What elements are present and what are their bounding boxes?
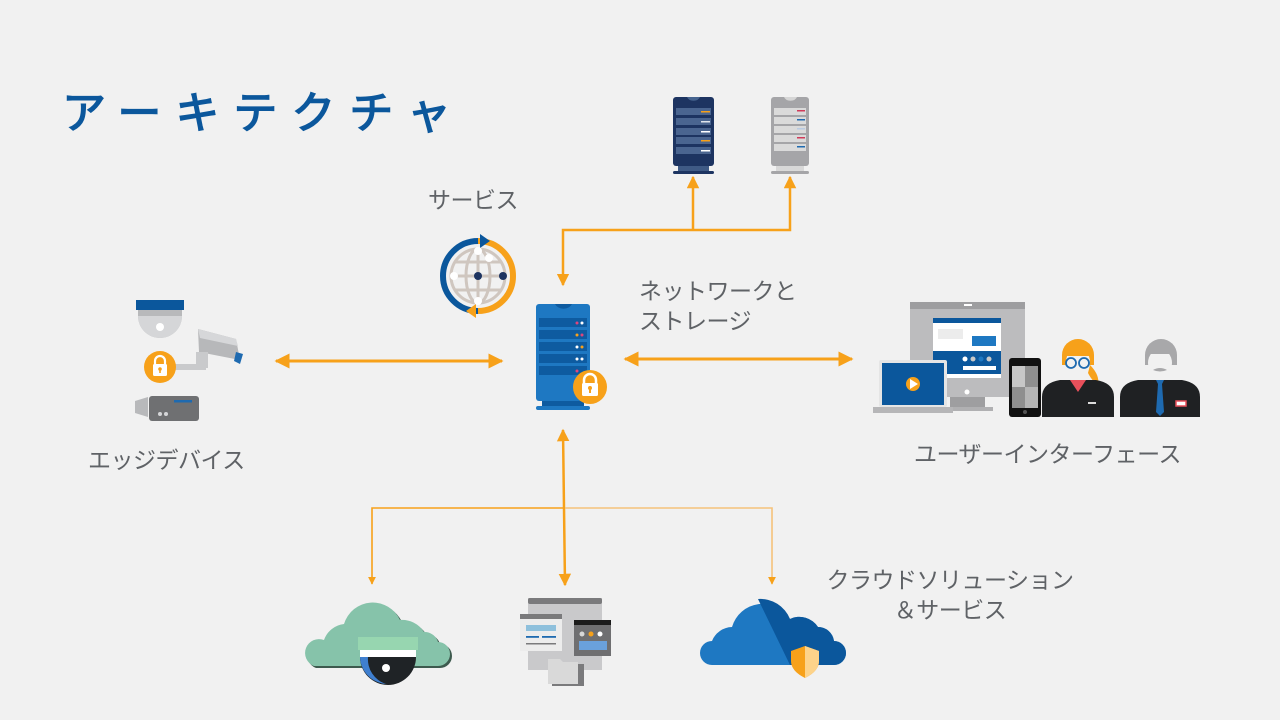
cloud-camera-icon — [305, 602, 452, 685]
secure-server-icon — [536, 304, 607, 410]
server-rack-light-icon — [771, 97, 809, 174]
service-label: サービス — [428, 188, 519, 214]
laptop-icon — [873, 360, 953, 413]
user-interface-label: ユーザーインターフェース — [914, 442, 1182, 468]
connectors — [274, 175, 854, 587]
lock-icon — [573, 370, 607, 404]
cloud-solutions-label: クラウドソリューション ＆サービス — [822, 566, 1078, 626]
devices-users-icon — [873, 302, 1200, 417]
server-rack-dark-icon — [673, 97, 714, 174]
security-cameras-icon — [135, 300, 243, 421]
arrow-server-cloud — [368, 428, 776, 587]
cloud-solutions-label-line1: クラウドソリューション — [826, 568, 1074, 594]
network-storage-label-line2: ストレージ — [639, 309, 752, 335]
slide-title: アーキテクチャ — [62, 88, 465, 139]
smartphone-icon — [1009, 358, 1041, 417]
arrow-server-storage — [556, 175, 797, 287]
cloud-solutions-label-line2: ＆サービス — [893, 598, 1007, 624]
globe-sync-icon — [440, 234, 516, 318]
app-windows-icon — [520, 598, 611, 686]
user-man-icon — [1120, 339, 1200, 417]
edge-devices-label: エッジデバイス — [88, 448, 245, 474]
lock-icon — [144, 351, 176, 383]
user-woman-icon — [1042, 339, 1114, 417]
secure-cloud-icon — [700, 598, 846, 678]
